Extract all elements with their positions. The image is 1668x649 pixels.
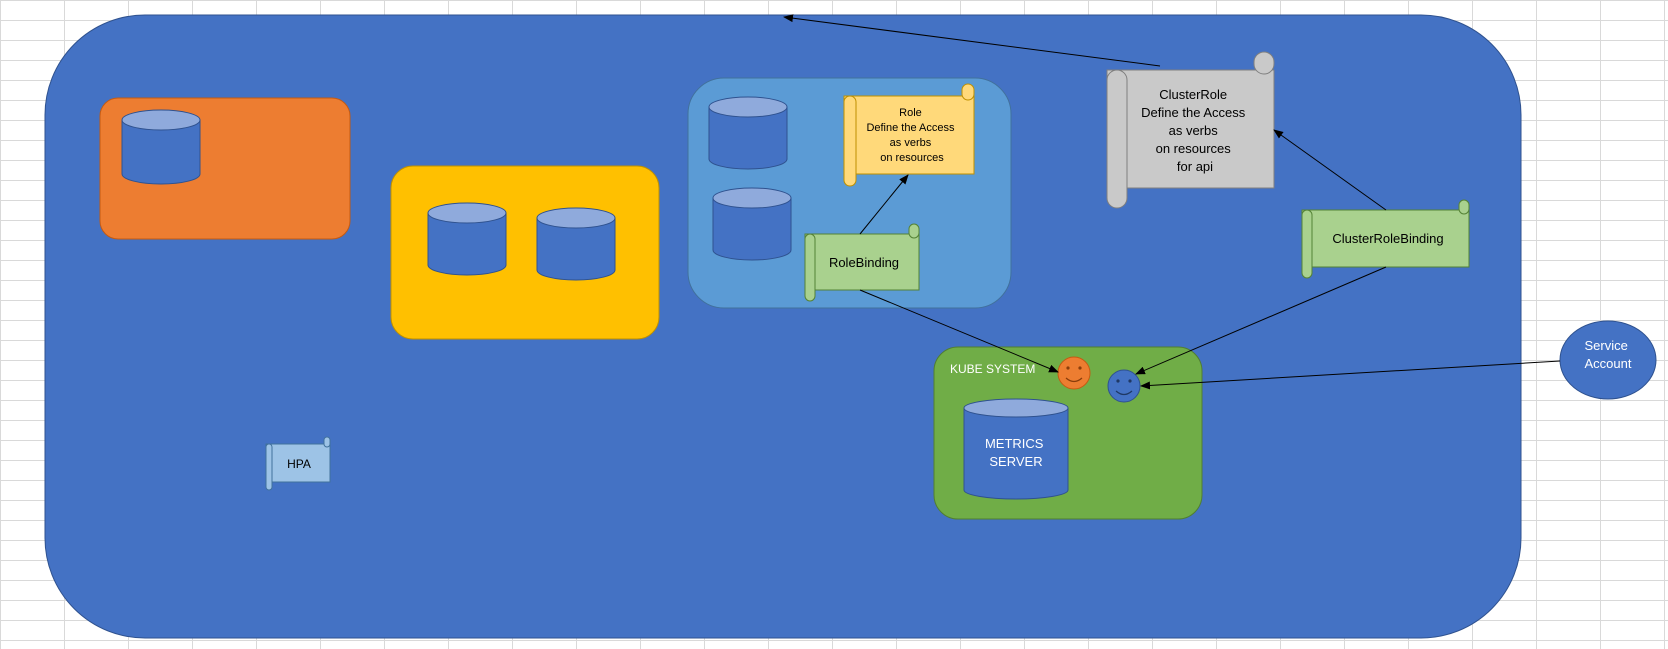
metrics-server-line: SERVER xyxy=(989,454,1042,469)
role-binding-scroll: RoleBinding xyxy=(804,223,920,302)
arrow-rolebinding-to-user xyxy=(859,289,1059,373)
svg-text:METRICS SERVER: METRICS SERVER xyxy=(985,436,1047,469)
pod-cylinder xyxy=(712,187,792,261)
hpa-scroll: HPA xyxy=(265,436,331,491)
arrow-service-account-to-face xyxy=(1140,360,1561,390)
metrics-server-cylinder: METRICS SERVER xyxy=(963,398,1069,500)
cluster-role-line: on resources xyxy=(1156,141,1232,156)
service-account-face-icon xyxy=(1107,369,1141,403)
arrow-clusterrolebinding-to-clusterrole xyxy=(1273,129,1387,211)
user-face-icon xyxy=(1057,356,1091,390)
role-scroll: Role Define the Access as verbs on resou… xyxy=(843,83,975,187)
pod-cylinder xyxy=(427,202,507,276)
svg-text:Role Define the Access: Role Define the Access as verbs on resou… xyxy=(866,107,957,164)
cluster-role-binding-scroll: ClusterRoleBinding xyxy=(1301,199,1470,279)
arrow-clusterrole-to-cluster xyxy=(783,14,1161,67)
cluster-role-line: as verbs xyxy=(1169,123,1219,138)
cluster-role-line: ClusterRole xyxy=(1159,87,1227,102)
cluster-role-line: for api xyxy=(1177,159,1213,174)
cluster-role-line: Define the Access xyxy=(1141,105,1246,120)
metrics-server-line: METRICS xyxy=(985,436,1044,451)
pod-cylinder xyxy=(536,207,616,281)
kube-system-label: KUBE SYSTEM xyxy=(950,362,1035,376)
hpa-label: HPA xyxy=(287,457,311,471)
service-account-node: Service Account xyxy=(1559,320,1657,400)
role-line: Define the Access xyxy=(866,122,955,134)
role-line: Role xyxy=(899,107,922,119)
role-line: on resources xyxy=(880,152,944,164)
svg-text:Service Account: Service Account xyxy=(1585,338,1632,371)
role-binding-label: RoleBinding xyxy=(829,255,899,270)
service-account-line: Account xyxy=(1585,356,1632,371)
svg-text:ClusterRole Define the A: ClusterRole Define the Access as verbs o… xyxy=(1141,87,1249,174)
pod-cylinder xyxy=(121,109,201,185)
cluster-role-binding-label: ClusterRoleBinding xyxy=(1332,231,1443,246)
pod-cylinder xyxy=(708,96,788,170)
cluster-role-scroll: ClusterRole Define the Access as verbs o… xyxy=(1106,51,1275,209)
role-line: as verbs xyxy=(890,137,932,149)
service-account-line: Service xyxy=(1585,338,1628,353)
arrow-rolebinding-to-role xyxy=(859,174,909,235)
arrow-clusterrolebinding-to-service-account xyxy=(1135,266,1387,375)
